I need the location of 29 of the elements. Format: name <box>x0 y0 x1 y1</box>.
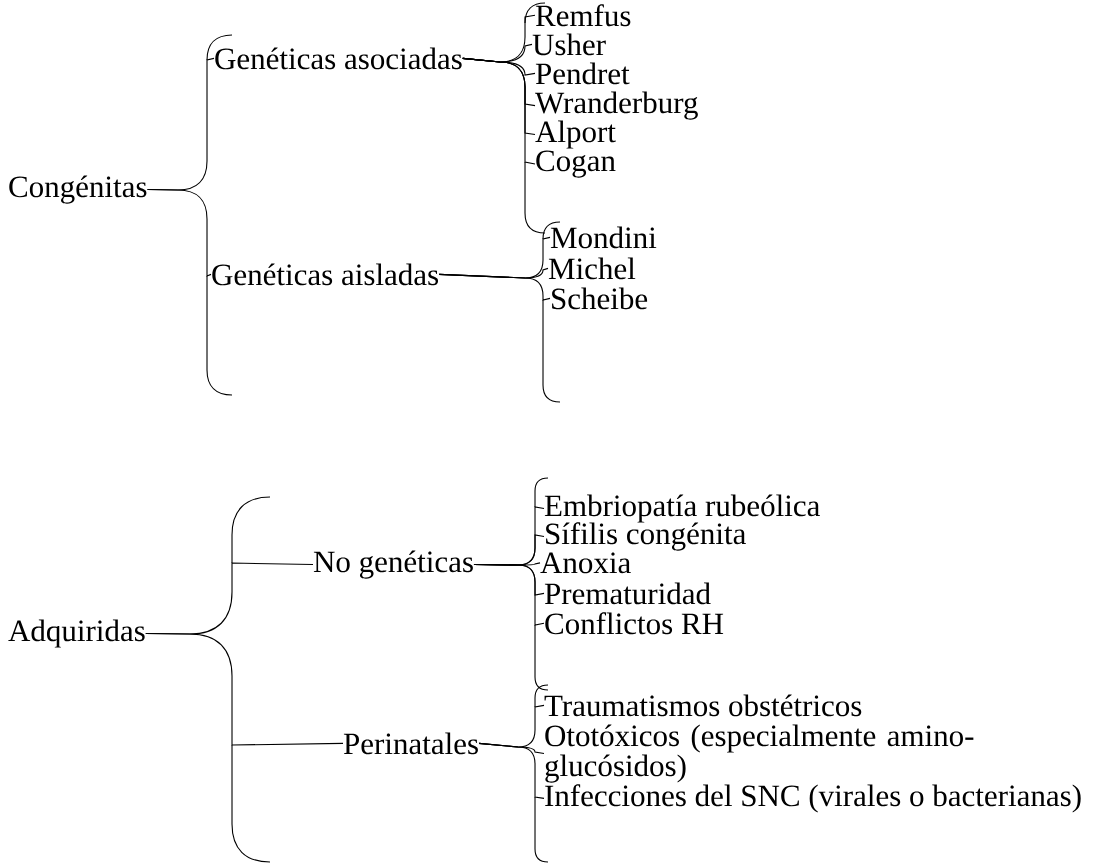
label-text: Genéticas aisladas <box>212 263 438 286</box>
label-text: Ototóxicos (especialmente amino- glucósidos) <box>545 724 974 783</box>
brace <box>462 57 536 165</box>
label-text: Perinatales <box>343 732 478 755</box>
label-text: Usher <box>532 33 606 56</box>
label-text: Sífilis congénita <box>546 522 746 551</box>
label-text: Mondini <box>550 226 657 249</box>
label-text: Genéticas asociadas <box>215 47 462 70</box>
label-text: Wranderburg <box>535 91 698 120</box>
brace <box>438 273 551 301</box>
brace <box>473 564 545 626</box>
label-text: Michel <box>548 257 636 280</box>
brace <box>145 633 344 746</box>
brace <box>146 189 212 277</box>
label-text: Pendret <box>535 62 630 85</box>
label-text: Embriopatía rubeólica <box>544 494 820 523</box>
label-text: Alport <box>535 120 616 149</box>
label-text: Anoxia <box>540 552 631 574</box>
label-text: Remfus <box>535 4 631 27</box>
label-text: Prematuridad <box>544 582 711 605</box>
label-text: Congénitas <box>9 175 147 204</box>
label-text: Conflictos RH <box>545 612 724 635</box>
label-text: No genéticas <box>313 550 473 579</box>
label-text: Cogan <box>536 150 616 178</box>
brace <box>478 742 545 799</box>
label-text: Infecciones del SNC (virales o bacterianas) <box>545 784 1081 813</box>
label-text: Traumatismos obstétricos <box>544 694 862 717</box>
label-text: Adquiridas <box>8 619 145 648</box>
label-text: Scheibe <box>552 287 648 310</box>
